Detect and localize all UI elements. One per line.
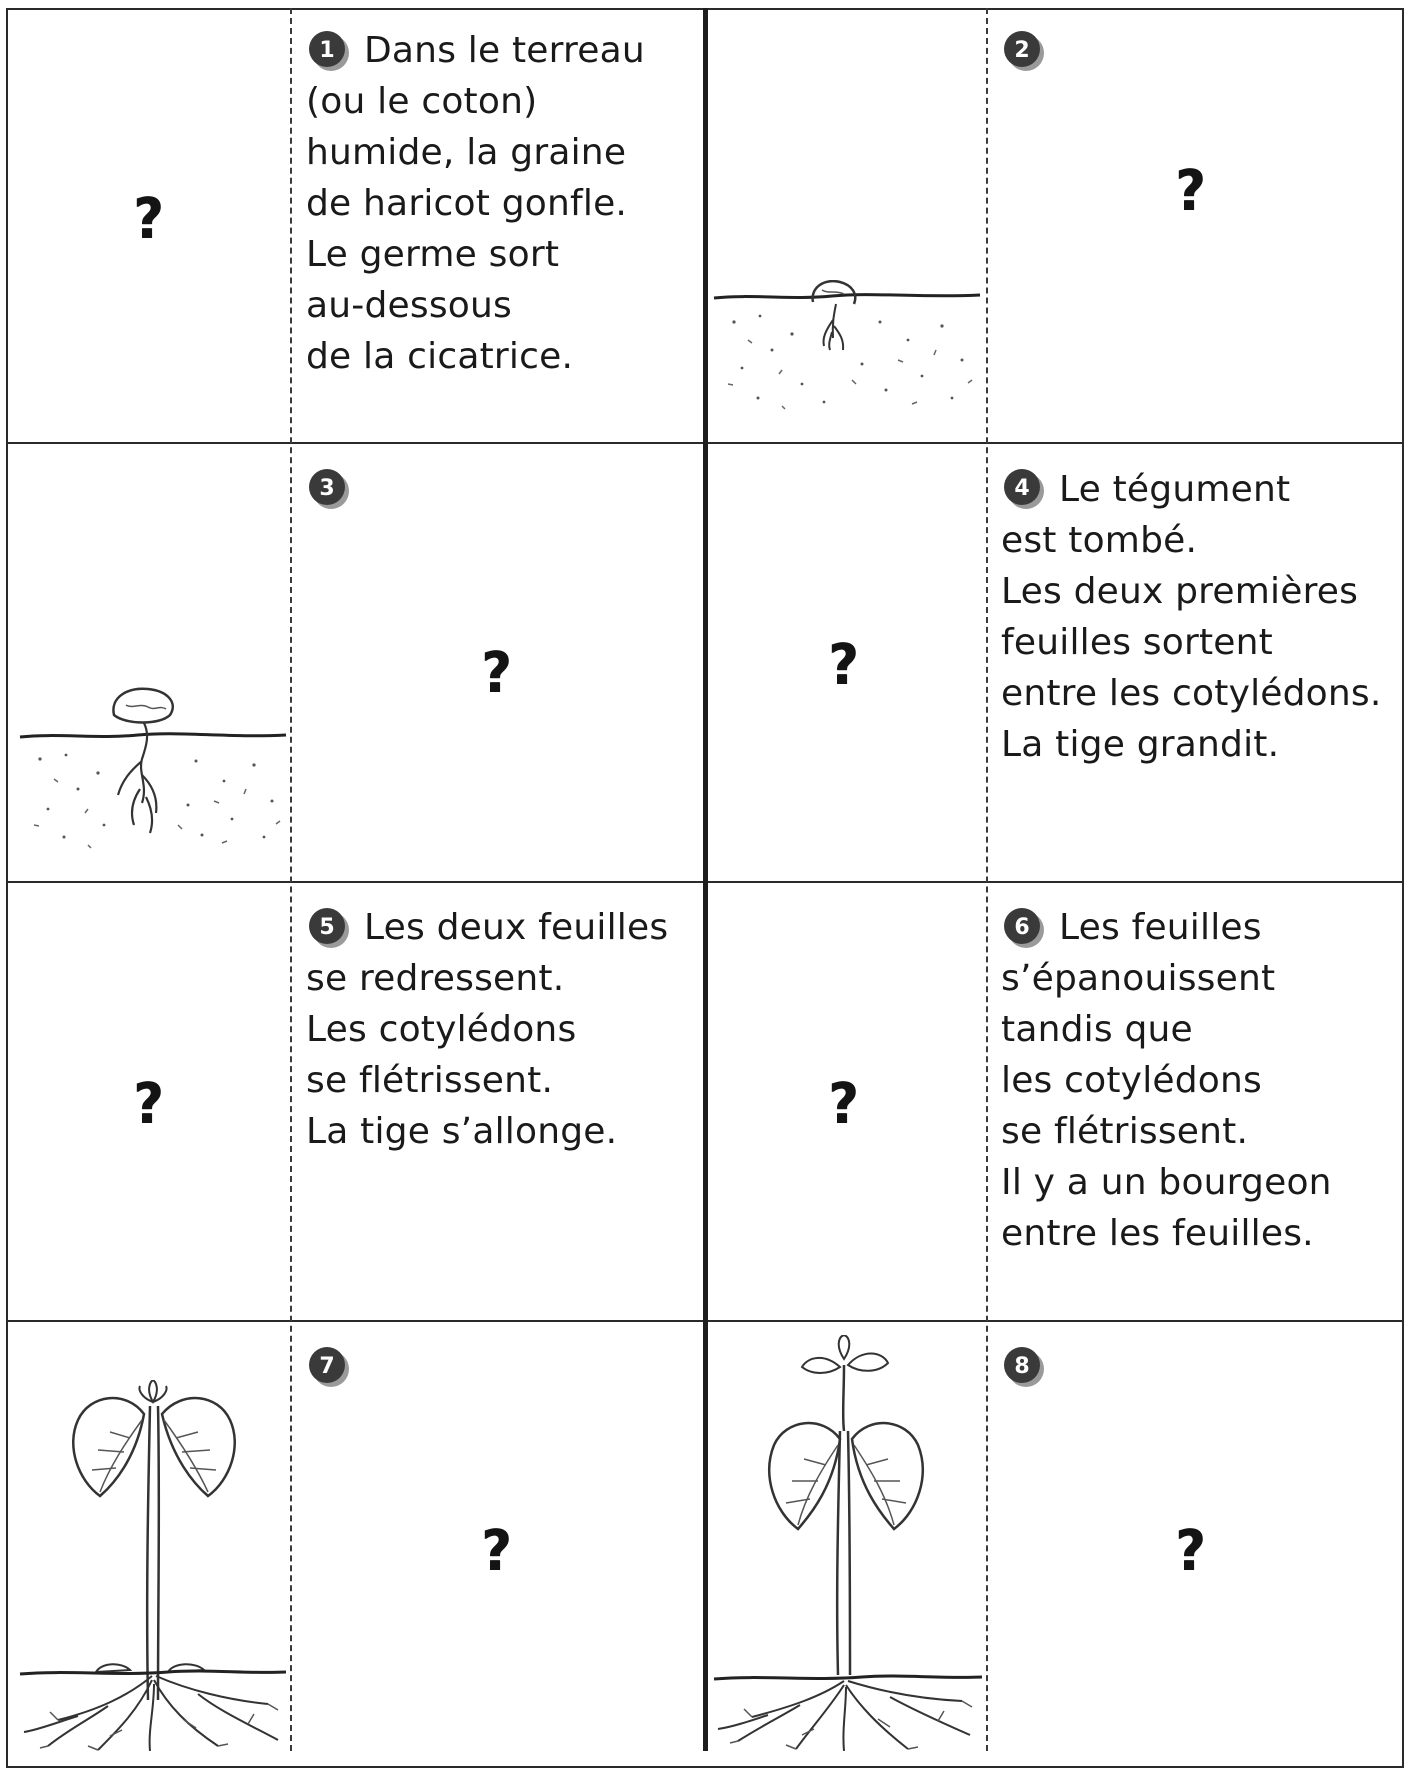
badge-number: 1	[319, 38, 334, 63]
fold-line-right	[986, 8, 988, 1751]
missing-text-question-mark: ?	[481, 641, 512, 706]
bean-seedling-emerging-drawing	[19, 687, 287, 849]
missing-image-question-mark: ?	[133, 1072, 164, 1137]
step-badge-8: 8	[1001, 1344, 1045, 1388]
bean-seed-sprouting-drawing	[713, 280, 981, 410]
text-line: humide, la graine	[306, 132, 627, 173]
text-line: se flétrissent.	[1001, 1111, 1249, 1152]
text-line: Dans le terreau	[364, 30, 645, 71]
text-line: Il y a un bourgeon	[1001, 1162, 1332, 1203]
step-badge-2: 2	[1001, 28, 1045, 72]
number-badge-icon: 5	[309, 908, 349, 948]
text-line: s’épanouissent	[1001, 958, 1276, 999]
bean-plant-with-new-leaves-drawing	[713, 1335, 983, 1751]
text-line: au-dessous	[306, 285, 512, 326]
badge-number: 4	[1014, 476, 1029, 501]
number-badge-icon: 1	[309, 31, 349, 71]
text-line: entre les cotylédons.	[1001, 673, 1382, 714]
badge-number: 2	[1014, 38, 1029, 63]
text-line: La tige s’allonge.	[306, 1111, 618, 1152]
fold-line-left	[290, 8, 292, 1751]
text-line: se flétrissent.	[306, 1060, 554, 1101]
step-badge-4: 4	[1001, 466, 1045, 510]
card-5-text: Les deux feuilles se redressent. Les cot…	[306, 902, 668, 1157]
text-line: (ou le coton)	[306, 81, 538, 122]
number-badge-icon: 4	[1004, 469, 1044, 509]
card-4-text: Le tégument est tombé. Les deux première…	[1001, 464, 1382, 770]
text-line: La tige grandit.	[1001, 724, 1280, 765]
young-bean-plant-drawing	[19, 1380, 287, 1751]
text-line: Le tégument	[1059, 469, 1291, 510]
missing-image-question-mark: ?	[828, 633, 859, 698]
badge-number: 3	[319, 476, 334, 501]
missing-image-question-mark: ?	[133, 187, 164, 252]
step-badge-1: 1	[306, 28, 350, 72]
number-badge-icon: 2	[1004, 31, 1044, 71]
badge-number: 8	[1014, 1354, 1029, 1379]
text-line: Le germe sort	[306, 234, 560, 275]
missing-image-question-mark: ?	[828, 1072, 859, 1137]
number-badge-icon: 8	[1004, 1347, 1044, 1387]
card-1-text: Dans le terreau (ou le coton) humide, la…	[306, 25, 645, 382]
text-line: de haricot gonfle.	[306, 183, 628, 224]
text-line: de la cicatrice.	[306, 336, 574, 377]
number-badge-icon: 7	[309, 1347, 349, 1387]
text-line: les cotylédons	[1001, 1060, 1262, 1101]
cut-line-center	[703, 8, 708, 1751]
number-badge-icon: 3	[309, 469, 349, 509]
card-6-text: Les feuilles s’épanouissent tandis que l…	[1001, 902, 1332, 1259]
text-line: Les deux feuilles	[364, 907, 669, 948]
number-badge-icon: 6	[1004, 908, 1044, 948]
text-line: entre les feuilles.	[1001, 1213, 1314, 1254]
missing-text-question-mark: ?	[481, 1519, 512, 1584]
text-line: Les feuilles	[1059, 907, 1262, 948]
badge-number: 5	[319, 915, 334, 940]
step-badge-3: 3	[306, 466, 350, 510]
text-line: Les cotylédons	[306, 1009, 577, 1050]
badge-number: 7	[319, 1354, 334, 1379]
step-badge-7: 7	[306, 1344, 350, 1388]
step-badge-6: 6	[1001, 905, 1045, 949]
text-line: feuilles sortent	[1001, 622, 1273, 663]
step-badge-5: 5	[306, 905, 350, 949]
text-line: tandis que	[1001, 1009, 1193, 1050]
text-line: Les deux premières	[1001, 571, 1359, 612]
text-line: est tombé.	[1001, 520, 1198, 561]
missing-text-question-mark: ?	[1175, 1519, 1206, 1584]
badge-number: 6	[1014, 915, 1029, 940]
missing-text-question-mark: ?	[1175, 159, 1206, 224]
text-line: se redressent.	[306, 958, 565, 999]
